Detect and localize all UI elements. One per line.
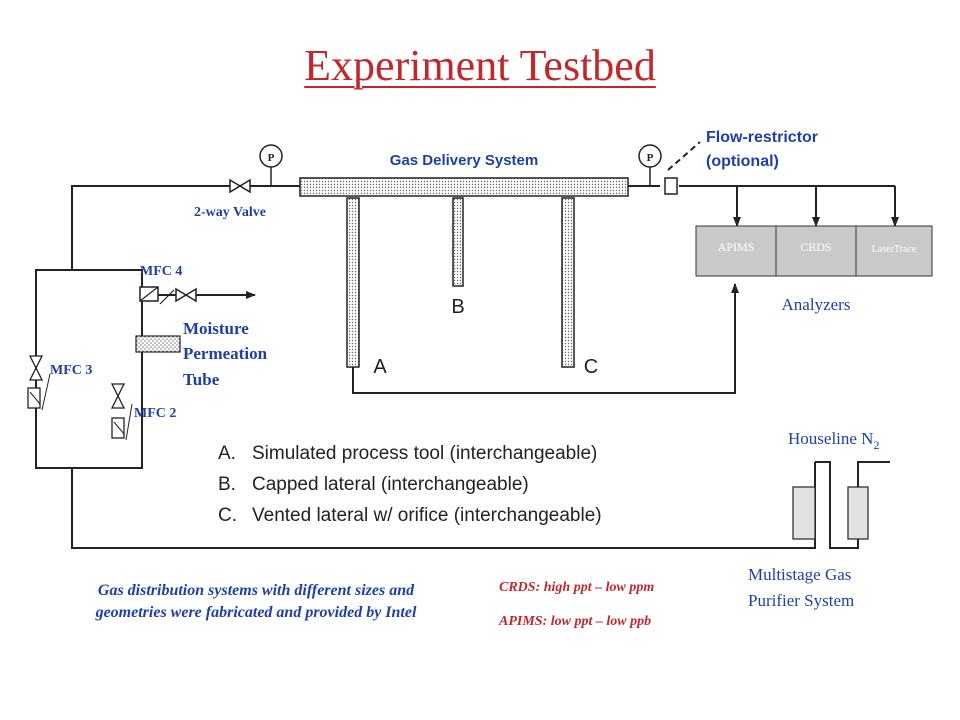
analyzers-label: Analyzers (782, 295, 851, 314)
mfc3-assembly (27, 355, 51, 411)
lateral-legend: A. Simulated process tool (interchangeabl… (218, 438, 602, 531)
moisture-label-3: Tube (183, 370, 220, 389)
lateral-a-tube (346, 197, 360, 368)
mfc2-label: MFC 2 (134, 406, 176, 421)
lateral-b-label: B (451, 296, 464, 318)
mfc3-label: MFC 3 (50, 363, 92, 378)
purifier-link-top (815, 461, 890, 549)
flow-restrictor-label: Flow-restrictor (706, 129, 818, 146)
legend-item: A. Simulated process tool (interchangeabl… (218, 438, 602, 469)
lateral-b-tube (452, 197, 464, 287)
two-way-valve-icon (229, 178, 251, 194)
legend-text: Vented lateral w/ orifice (interchangeab… (252, 505, 602, 526)
moisture-permeation-tube (135, 335, 181, 353)
houseline-subscript: 2 (873, 438, 879, 452)
mfc2-assembly (110, 383, 133, 441)
lasertrace-label: LaserTrace (872, 244, 917, 255)
upper-supply-line (71, 185, 300, 270)
crds-label: CRDS (800, 240, 831, 254)
pressure-gauge-left (259, 144, 283, 186)
gas-delivery-header (299, 177, 629, 197)
return-line (352, 283, 739, 394)
mfc4-assembly (139, 286, 256, 305)
pressure-label-left: P (268, 152, 275, 164)
houseline-label: Houseline N2 (788, 429, 879, 452)
mfc4-label: MFC 4 (140, 264, 182, 279)
fabrication-note-line1: Gas distribution systems with different … (97, 582, 415, 599)
legend-text: Simulated process tool (interchangeable) (252, 443, 598, 464)
apims-range-note: APIMS: low ppt – low ppb (499, 614, 652, 629)
legend-letter: A. (218, 443, 236, 464)
purifier-cartridge-2 (847, 486, 869, 540)
pressure-label-right: P (647, 152, 654, 164)
purifier-cartridge-1 (792, 486, 816, 540)
legend-letter: B. (218, 474, 236, 495)
lateral-a-label: A (373, 356, 387, 378)
apims-label: APIMS (718, 240, 755, 254)
apims-box (695, 225, 777, 277)
fabrication-note: Gas distribution systems with different … (36, 580, 476, 624)
moisture-label-2: Permeation (183, 344, 268, 363)
moisture-label-1: Moisture (183, 319, 249, 338)
gas-delivery-label: Gas Delivery System (390, 152, 538, 169)
two-way-valve-label: 2-way Valve (194, 205, 266, 220)
legend-item: B. Capped lateral (interchangeable) (218, 469, 602, 500)
lateral-c-tube (561, 197, 575, 368)
flow-restrictor-optional: (optional) (706, 153, 779, 170)
lateral-c-label: C (584, 356, 598, 378)
purifier-label-1: Multistage Gas (748, 565, 851, 584)
purifier-label-2: Purifier System (748, 591, 854, 610)
page-title: Experiment Testbed (304, 41, 656, 90)
legend-letter: C. (218, 505, 237, 526)
legend-item: C. Vented lateral w/ orifice (interchange… (218, 500, 602, 531)
flow-restrictor-icon (664, 141, 701, 195)
crds-range-note: CRDS: high ppt – low ppm (499, 580, 655, 595)
lasertrace-box (855, 225, 933, 277)
fabrication-note-line2: geometries were fabricated and provided … (95, 604, 417, 621)
legend-text: Capped lateral (interchangeable) (252, 474, 529, 495)
pressure-gauge-right (638, 144, 662, 186)
houseline-main: Houseline N (788, 429, 873, 448)
